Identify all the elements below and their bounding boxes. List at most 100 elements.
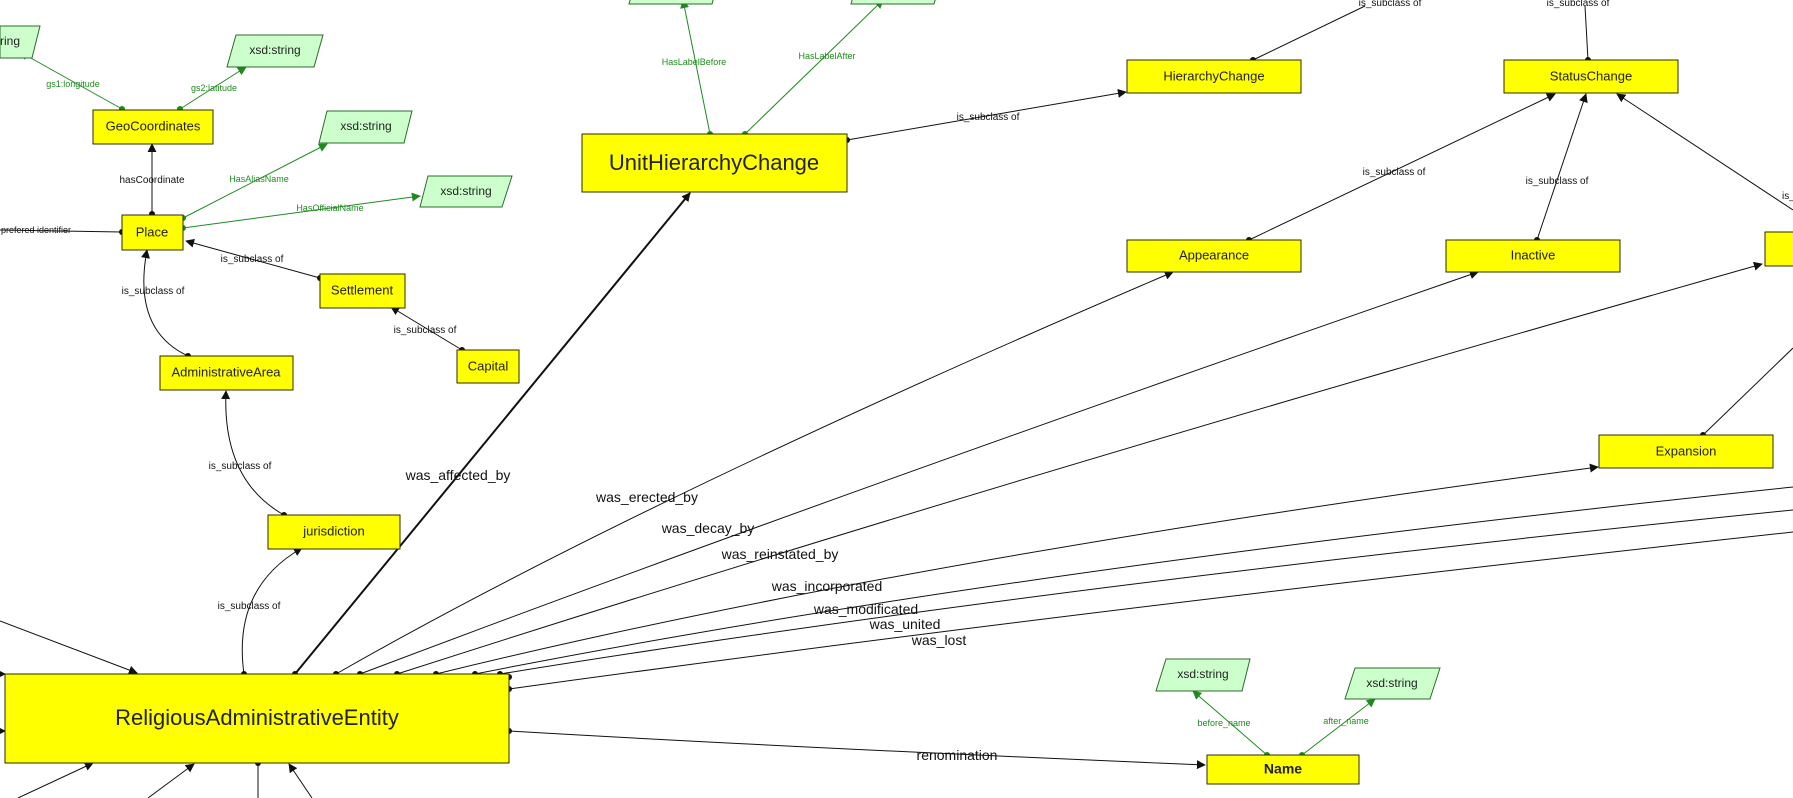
edge-left-incoming-top <box>0 620 138 675</box>
label-was-modificated: was_modificated <box>813 601 918 617</box>
node-administrative-area[interactable]: AdministrativeArea <box>159 355 294 391</box>
literal-xsd-string-label-after[interactable] <box>850 0 943 5</box>
label-was-united: was_united <box>869 616 941 632</box>
svg-text:Appearance: Appearance <box>1179 247 1249 262</box>
svg-text:xsd:string: xsd:string <box>440 184 491 198</box>
edge-has-official-name <box>182 192 421 229</box>
svg-text:Inactive: Inactive <box>1511 247 1556 262</box>
edge-gs1-longitude <box>19 51 123 110</box>
edge-has-label-after <box>744 0 884 135</box>
label-statuschange-subclass: is_subclass of <box>1547 0 1610 9</box>
edge-after-name <box>1301 698 1376 756</box>
label-has-coordinate: hasCoordinate <box>119 175 184 186</box>
node-capital[interactable]: Capital <box>456 349 520 384</box>
edge-has-alias-name <box>182 143 328 219</box>
label-gs2-latitude: gs2:latitude <box>191 83 237 93</box>
edge-hierarchychange-subclass <box>1252 5 1366 61</box>
node-unit-hierarchy-change[interactable]: UnitHierarchyChange <box>581 133 848 193</box>
edge-was-erected-by <box>335 271 1174 675</box>
label-jurisdiction-subclass: is_subclass of <box>209 461 272 472</box>
svg-text:AdministrativeArea: AdministrativeArea <box>171 364 281 379</box>
label-gs1-longitude: gs1:longitude <box>46 79 100 89</box>
svg-text:xsd:string: xsd:string <box>1366 676 1417 690</box>
label-capital-subclass: is_subclass of <box>394 325 457 336</box>
svg-text:Settlement: Settlement <box>331 282 394 297</box>
label-prefered-identifier: prefered identifier <box>1 225 71 235</box>
label-was-decay-by: was_decay_by <box>661 520 755 536</box>
label-before-name: before_name <box>1197 718 1250 728</box>
nodes-layer: GeoCoordinates Place Settlement Capital … <box>4 59 1793 785</box>
node-expansion[interactable]: Expansion <box>1598 434 1774 469</box>
label-renomination: renomination <box>917 747 998 763</box>
edge-prefered-identifier <box>0 229 123 233</box>
edge-has-label-before <box>680 0 711 135</box>
label-inactive-subclass: is_subclass of <box>1526 176 1589 187</box>
svg-text:jurisdiction: jurisdiction <box>302 523 364 538</box>
literal-xsd-string-latitude[interactable]: xsd:string <box>226 34 324 68</box>
edge-gs2-latitude <box>179 66 247 110</box>
edge-rae-subclass <box>241 547 303 675</box>
literal-xsd-string-after-name[interactable]: xsd:string <box>1344 667 1441 700</box>
edge-before-name <box>1192 690 1268 756</box>
label-has-label-before: HasLabelBefore <box>662 57 727 67</box>
svg-text:HierarchyChange: HierarchyChange <box>1163 68 1264 83</box>
svg-text:GeoCoordinates: GeoCoordinates <box>106 118 201 133</box>
literals-layer: ring xsd:string xsd:string xsd:string xs… <box>0 0 1441 700</box>
node-settlement[interactable]: Settlement <box>319 273 406 309</box>
literal-xsd-string-official[interactable]: xsd:string <box>419 175 513 208</box>
literal-xsd-string-label-before[interactable] <box>628 0 721 5</box>
edge-inactive-subclass <box>1536 93 1588 241</box>
node-inactive[interactable]: Inactive <box>1445 239 1621 273</box>
edge-renomination <box>508 730 1206 770</box>
node-appearance[interactable]: Appearance <box>1126 239 1302 273</box>
svg-text:ReligiousAdministrativeEntity: ReligiousAdministrativeEntity <box>115 705 399 730</box>
label-has-label-after: HasLabelAfter <box>798 51 855 61</box>
node-religious-administrative-entity[interactable]: ReligiousAdministrativeEntity <box>4 673 510 764</box>
node-name[interactable]: Name <box>1206 754 1360 785</box>
edge-was-incorporated <box>435 463 1599 675</box>
edge-labels-layer: gs1:longitude gs2:latitude hasCoordinate… <box>1 0 1793 763</box>
label-was-reinstated-by: was_reinstated_by <box>721 546 839 562</box>
svg-text:xsd:string: xsd:string <box>340 119 391 133</box>
edge-was-decay-by <box>359 270 1479 675</box>
label-has-alias-name: HasAliasName <box>229 174 289 184</box>
svg-text:xsd:string: xsd:string <box>249 43 300 57</box>
svg-text:ring: ring <box>0 34 20 48</box>
node-geo-coordinates[interactable]: GeoCoordinates <box>92 109 214 145</box>
label-after-name: after_name <box>1323 716 1369 726</box>
label-was-affected-by: was_affected_by <box>405 467 511 483</box>
node-jurisdiction[interactable]: jurisdiction <box>267 514 401 550</box>
svg-text:Place: Place <box>136 224 169 239</box>
label-rightside-subclass: is_subclass of <box>1782 191 1793 202</box>
label-uhc-subclass: is_subclass of <box>957 112 1020 123</box>
node-place[interactable]: Place <box>121 214 184 251</box>
edge-expansion-subclass <box>1702 347 1793 436</box>
label-settlement-subclass: is_subclass of <box>221 254 284 265</box>
edge-capital-subclass <box>390 306 463 351</box>
edge-was-affected-by <box>294 192 691 675</box>
label-rae-subclass: is_subclass of <box>218 601 281 612</box>
edge-rightside-subclass <box>1616 93 1793 211</box>
edge-uhc-subclass <box>846 88 1127 141</box>
label-administrativearea-subclass: is_subclass of <box>122 286 185 297</box>
literal-xsd-string-partial[interactable]: ring <box>0 25 41 59</box>
edge-jurisdiction-subclass <box>221 390 285 516</box>
edge-settlement-subclass <box>185 238 321 279</box>
svg-text:UnitHierarchyChange: UnitHierarchyChange <box>609 150 819 175</box>
literal-xsd-string-before-name[interactable]: xsd:string <box>1155 658 1251 692</box>
literal-xsd-string-alias[interactable]: xsd:string <box>318 110 413 144</box>
node-hierarchy-change[interactable]: HierarchyChange <box>1126 59 1302 94</box>
label-was-incorporated: was_incorporated <box>771 578 883 594</box>
svg-text:Expansion: Expansion <box>1656 443 1717 458</box>
edge-left-incoming-bottom-4 <box>288 763 313 798</box>
node-partial-right[interactable] <box>1764 231 1793 267</box>
edge-was-united <box>499 509 1793 675</box>
edge-was-lost <box>508 531 1793 690</box>
edge-appearance-subclass <box>1248 93 1556 241</box>
label-was-lost: was_lost <box>911 632 967 648</box>
node-status-change[interactable]: StatusChange <box>1503 59 1679 94</box>
svg-text:Name: Name <box>1264 761 1302 777</box>
label-hierarchychange-subclass: is_subclass of <box>1359 0 1422 9</box>
